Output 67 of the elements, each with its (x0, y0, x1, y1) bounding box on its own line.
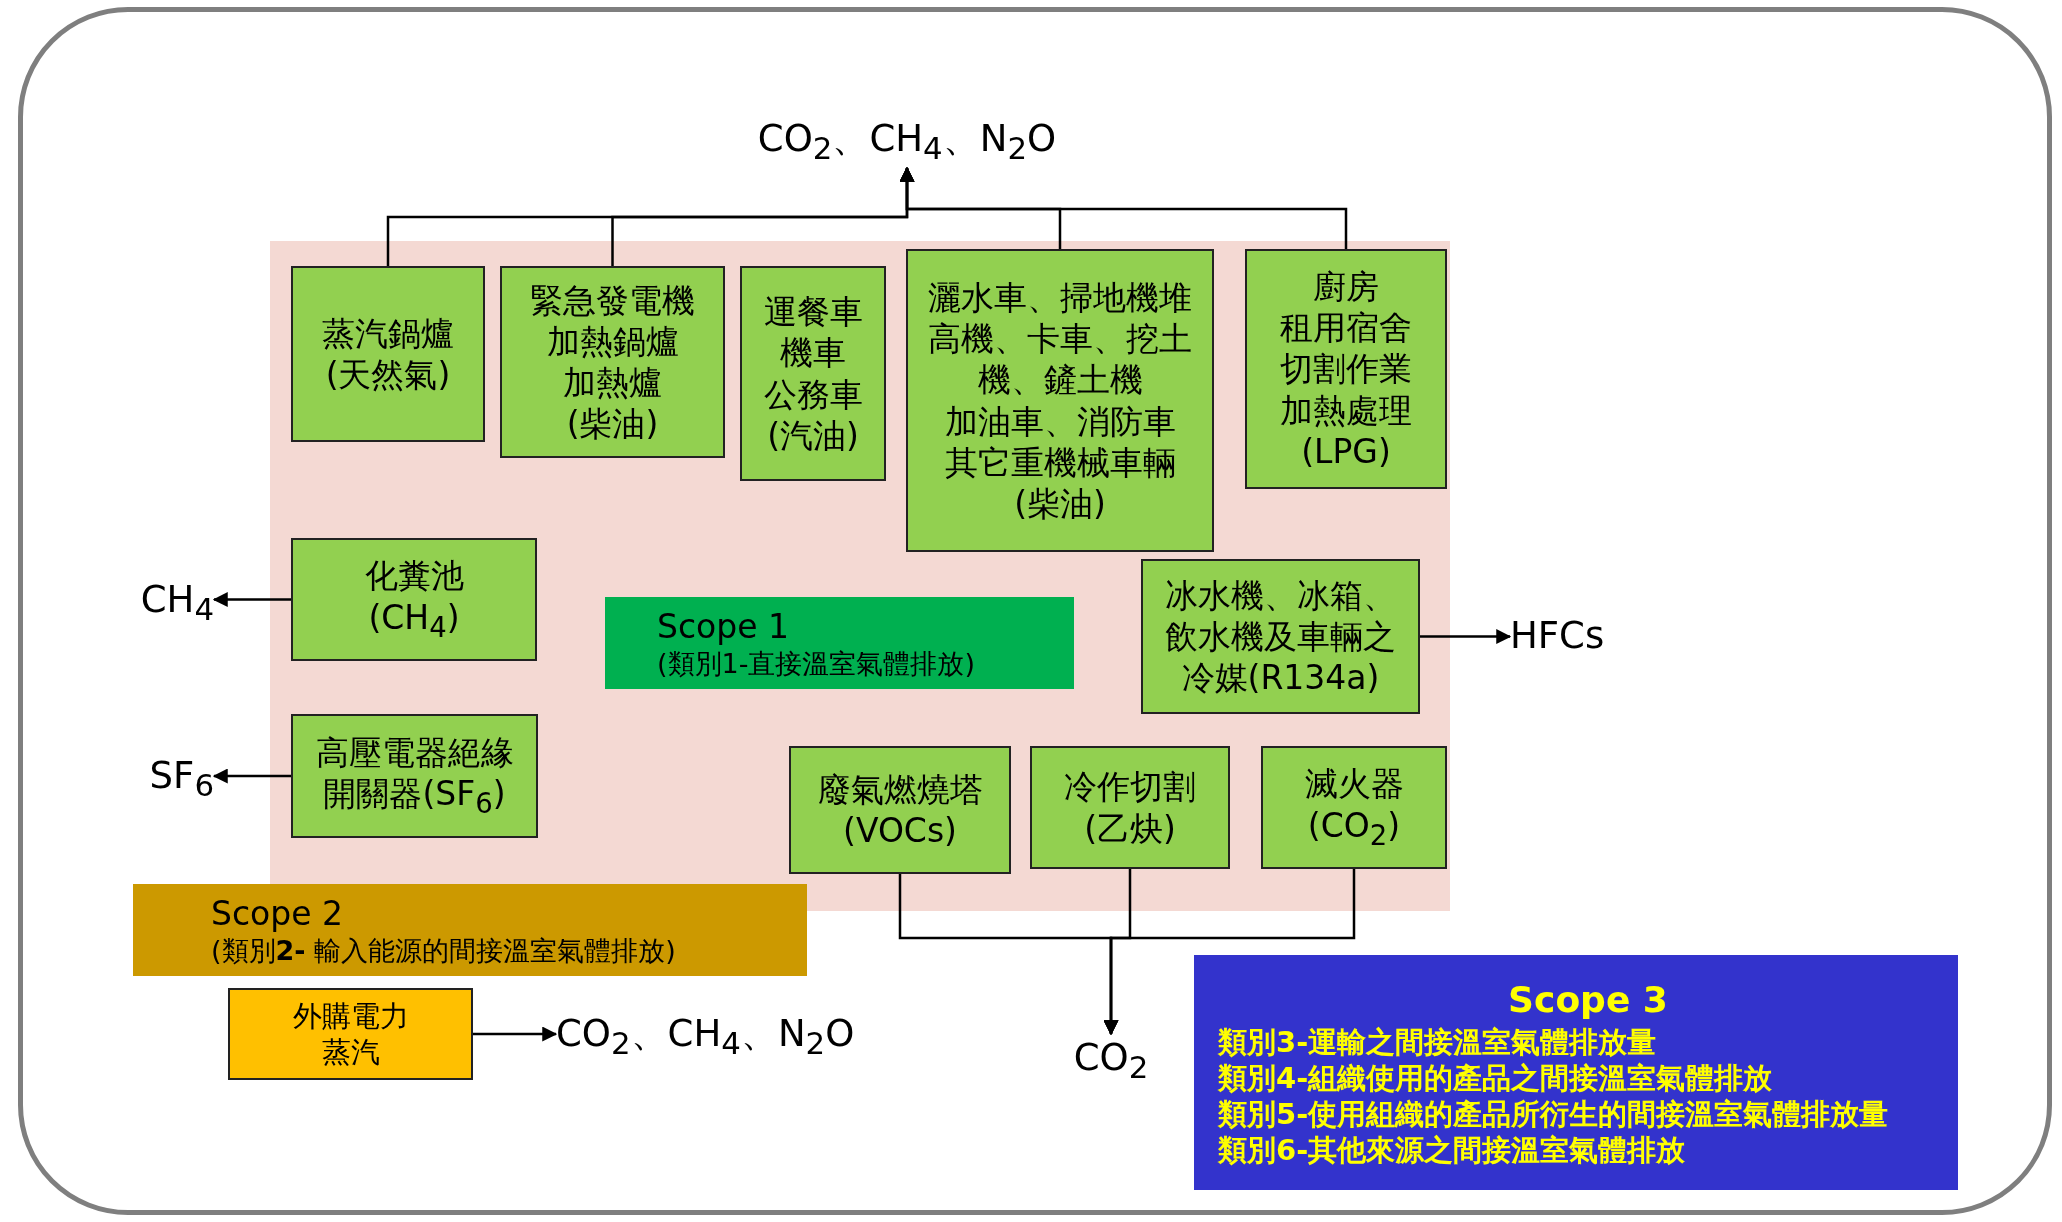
box-label: 冰水機、冰箱、飲水機及車輛之冷媒(R134a) (1164, 574, 1397, 699)
box-label: (VOCs) (843, 810, 957, 852)
box-label: 機車 (780, 332, 846, 374)
gas-label: HFCs (1510, 612, 1605, 660)
box-label: 廚房 (1313, 265, 1379, 308)
emission-source-box (291, 538, 537, 661)
box-label: 灑水車、掃地機堆高機、卡車、挖土機、鏟土機 (927, 276, 1193, 401)
arrow (1420, 629, 1512, 644)
box-label: 緊急發電機 (530, 279, 695, 321)
emission-source-box (1245, 249, 1447, 489)
box-label: 公務車 (763, 373, 863, 415)
emission-source-box (906, 249, 1214, 552)
banner-text: 類別4-組織使用的產品之間接溫室氣體排放 (1218, 1059, 1773, 1096)
scope-banner (1194, 955, 1958, 1190)
gas-label: CO$_{2}$、CH$_{4}$、N$_{2}$O (556, 1010, 855, 1058)
arrow (212, 768, 291, 784)
banner-text: 類別5-使用組織的產品所衍生的間接溫室氣體排放量 (1218, 1096, 1889, 1133)
emission-source-box (500, 266, 725, 458)
arrow (473, 1026, 558, 1042)
box-label: 外購電力 (292, 997, 409, 1034)
gas-label: CO$_{2}$、CH$_{4}$、N$_{2}$O (757, 110, 1057, 168)
box-label: 租用宿舍 (1280, 307, 1412, 349)
arrow (1103, 869, 1356, 1036)
banner-text: (類別2- 輸入能源的間接溫室氣體排放) (211, 933, 676, 968)
box-label: (汽油) (767, 414, 859, 456)
gas-label: CO$_{2}$ (1073, 1034, 1149, 1082)
emission-source-box (1141, 559, 1420, 714)
box-label: 化糞池 (364, 555, 464, 597)
emission-source-box (228, 988, 473, 1080)
box-label: 滅火器 (1304, 763, 1404, 805)
emission-source-box (291, 714, 538, 838)
box-label: 加熱爐 (563, 362, 662, 404)
banner-text: (類別1-直接溫室氣體排放) (657, 646, 975, 681)
box-label: 切割作業 (1280, 348, 1412, 390)
box-label: 加熱處理 (1280, 389, 1412, 431)
banner-text: 類別6-其他來源之間接溫室氣體排放 (1218, 1132, 1686, 1169)
emission-source-box (1030, 746, 1230, 869)
banner-title: Scope 3 (1508, 977, 1668, 1022)
box-label: 加熱鍋爐 (546, 320, 679, 362)
box-label: 運餐車 (763, 291, 863, 333)
gas-label: SF$_{6}$ (149, 752, 214, 800)
emission-source-box (740, 266, 886, 481)
box-label: (LPG) (1301, 430, 1391, 473)
box-label: 冷作切割 (1064, 766, 1196, 808)
box-label: 蒸汽鍋爐 (322, 312, 454, 354)
arrow (212, 592, 291, 607)
box-label: 蒸汽 (321, 1034, 380, 1071)
banner-text: 類別3-運輸之間接溫室氣體排放量 (1218, 1023, 1657, 1060)
box-label: 高壓電器絕緣開關器(SF$_{6}$) (314, 731, 515, 821)
emission-source-box (291, 266, 485, 442)
box-label: (CH$_{4}$) (368, 596, 460, 644)
box-label: (CO$_{2}$) (1307, 804, 1401, 852)
banner-title: Scope 1 (657, 605, 790, 647)
banner-title: Scope 2 (211, 892, 344, 934)
emission-source-box (1261, 746, 1447, 869)
arrow (899, 166, 1348, 249)
scope-banner (605, 597, 1074, 689)
scope-banner (133, 884, 807, 976)
emission-source-box (789, 746, 1011, 874)
box-label: 加油車、消防車 (944, 400, 1176, 442)
box-label: (柴油) (1014, 483, 1106, 525)
box-label: 其它重機械車輛 (944, 441, 1176, 483)
box-label: (天然氣) (325, 354, 451, 396)
gas-label: CH$_{4}$ (140, 577, 214, 623)
box-label: (乙炔) (1084, 807, 1176, 849)
box-label: (柴油) (566, 403, 659, 445)
box-label: 廢氣燃燒塔 (817, 768, 983, 810)
